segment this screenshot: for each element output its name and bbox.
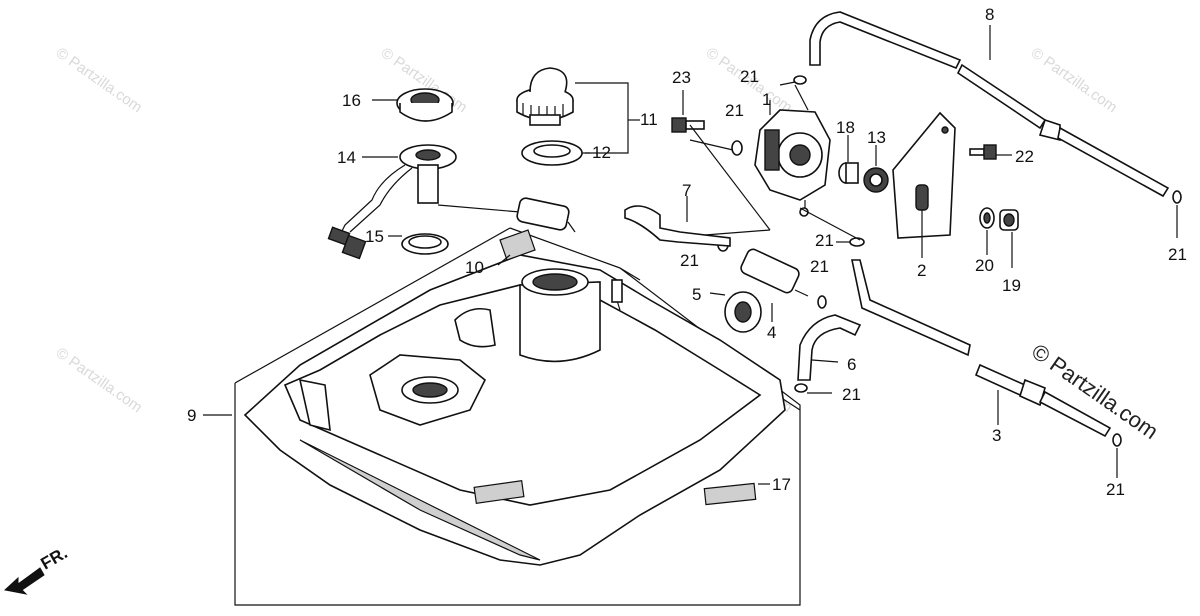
callout-15: 15 xyxy=(365,227,384,246)
part-12-gasket xyxy=(521,140,583,166)
front-marker: FR. xyxy=(38,543,71,573)
callout-20: 20 xyxy=(975,256,994,275)
callout-14: 14 xyxy=(337,148,356,167)
callout-21: 21 xyxy=(740,67,759,86)
part-19-nut xyxy=(999,209,1019,268)
callout-18: 18 xyxy=(836,118,855,137)
part-11-fuel-cap xyxy=(516,67,574,126)
callout-3: 3 xyxy=(992,426,1001,445)
part-18-spacer xyxy=(838,135,859,184)
watermark: © Partzilla.com xyxy=(1028,44,1121,116)
part-3-hose xyxy=(851,259,1112,438)
part-14-fuel-unit xyxy=(327,144,521,260)
callout-23: 23 xyxy=(672,68,691,87)
callout-22: 22 xyxy=(1015,147,1034,166)
callout-21: 21 xyxy=(842,385,861,404)
part-10-pad xyxy=(497,229,536,266)
callout-9: 9 xyxy=(187,406,196,425)
part-17-pad xyxy=(703,482,770,506)
fuel-tank xyxy=(243,254,786,566)
assembly-lines xyxy=(689,81,861,241)
callout-21: 21 xyxy=(815,231,834,250)
part-20-washer xyxy=(979,207,995,255)
callout-16: 16 xyxy=(342,91,361,110)
callout-6: 6 xyxy=(847,355,856,374)
part-23-bolt xyxy=(671,90,705,133)
callout-12: 12 xyxy=(592,143,611,162)
part-1-fuel-pump xyxy=(754,84,831,217)
leader-lines xyxy=(203,205,1178,478)
callout-numbers: 1 2 3 4 5 6 7 8 9 10 11 12 13 14 15 16 1… xyxy=(187,5,1187,499)
watermark: © Partzilla.com xyxy=(53,44,146,116)
part-8-hose xyxy=(809,11,1170,198)
part-22-bolt xyxy=(969,144,1012,160)
callout-4: 4 xyxy=(767,323,776,342)
callout-17: 17 xyxy=(772,475,791,494)
callout-21: 21 xyxy=(1106,480,1125,499)
callout-5: 5 xyxy=(692,285,701,304)
bracket-11-12 xyxy=(575,82,629,154)
callout-13: 13 xyxy=(867,128,886,147)
in-line-sender xyxy=(516,197,576,233)
callout-19: 19 xyxy=(1002,276,1021,295)
part-16-retainer xyxy=(372,88,454,122)
watermark: © Partzilla.com xyxy=(53,344,146,416)
part-4-filter xyxy=(740,248,809,322)
callout-21: 21 xyxy=(810,257,829,276)
part-15-packing xyxy=(388,233,449,255)
callout-21: 21 xyxy=(1168,245,1187,264)
callout-10: 10 xyxy=(465,258,484,277)
callout-8: 8 xyxy=(985,5,994,24)
part-5-clamp xyxy=(709,291,762,333)
callout-7: 7 xyxy=(682,181,691,200)
part-7-tube xyxy=(624,196,731,247)
callout-1: 1 xyxy=(762,90,771,109)
callout-2: 2 xyxy=(917,261,926,280)
part-2-bracket xyxy=(892,111,956,258)
part-6-tube xyxy=(797,314,862,381)
callout-21: 21 xyxy=(680,251,699,270)
front-arrow-icon xyxy=(3,567,45,595)
part-13-mount xyxy=(863,145,889,193)
callout-11: 11 xyxy=(640,110,658,129)
part-21-clips xyxy=(717,75,1182,447)
callout-21: 21 xyxy=(725,101,744,120)
